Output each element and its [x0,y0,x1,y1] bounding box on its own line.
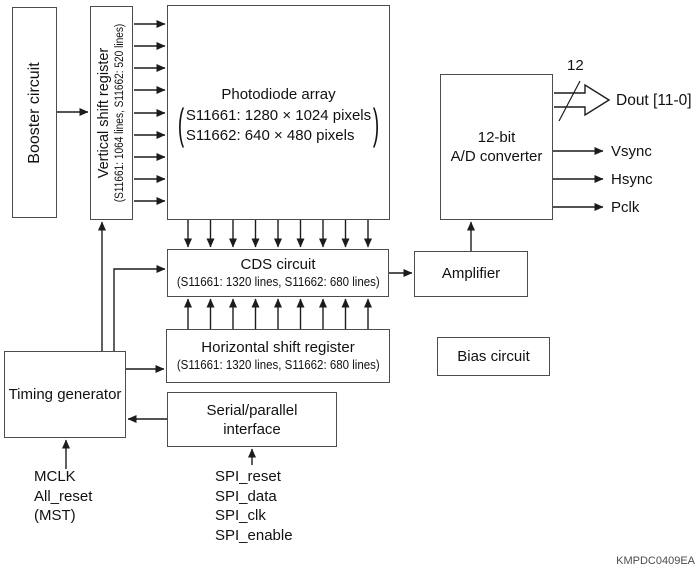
arrows-hsr-to-cds [184,298,372,329]
bus-width-slash [558,80,581,122]
horizontal-shift-register-label: Horizontal shift register [201,339,355,356]
photodiode-array-row1: S11661: 1280 × 1024 pixels [185,106,372,124]
vertical-shift-register-box: Vertical shift register (S11661: 1064 li… [90,6,133,220]
figure-code: KMPDC0409EA [616,555,695,567]
bus-width-label: 12 [567,57,584,74]
input-all-reset: All_reset [34,487,93,505]
cds-circuit-label: CDS circuit [240,256,316,273]
amplifier-box: Amplifier [414,251,528,297]
timing-generator-box: Timing generator [4,351,126,438]
serial-parallel-interface-line1: Serial/parallel [206,401,298,419]
input-spi-data: SPI_data [215,487,277,505]
spi-input-labels: SPI_reset SPI_data SPI_clk SPI_enable [215,467,293,545]
right-paren: ) [372,100,380,148]
arrow-timing-to-cds [113,265,166,351]
serial-parallel-interface-line2: interface [223,420,281,438]
dout-bus-arrow [554,83,611,117]
timing-generator-label: Timing generator [8,385,122,403]
input-spi-reset: SPI_reset [215,468,281,485]
horizontal-shift-register-sublabel: (S11661: 1320 lines, S11662: 680 lines) [176,358,380,372]
input-mclk: MCLK [34,468,76,485]
input-spi-enable: SPI_enable [215,526,293,544]
hsync-label: Hsync [611,171,653,188]
photodiode-array-box: Photodiode array ( S11661: 1280 × 1024 p… [167,5,390,220]
input-mst: (MST) [34,507,76,524]
horizontal-shift-register-box: Horizontal shift register (S11661: 1320 … [166,329,390,383]
left-paren: ( [177,100,184,148]
pclk-label: Pclk [611,199,640,216]
serial-parallel-interface-box: Serial/parallel interface [167,392,337,447]
input-spi-clk: SPI_clk [215,507,266,524]
dout-label: Dout [11-0] [616,92,692,109]
photodiode-array-row2: S11662: 640 × 480 pixels [185,126,355,144]
cds-circuit-sublabel: (S11661: 1320 lines, S11662: 680 lines) [176,275,380,289]
amplifier-label: Amplifier [441,265,501,282]
cds-circuit-box: CDS circuit (S11661: 1320 lines, S11662:… [167,249,389,297]
ad-converter-label-line1: 12-bit [477,129,516,146]
vsync-label: Vsync [611,143,652,160]
photodiode-array-title: Photodiode array [221,85,336,103]
arrows-photodiode-to-cds [184,220,372,248]
ad-converter-label-line2: A/D converter [450,148,543,165]
bias-circuit-label: Bias circuit [457,347,530,365]
booster-circuit-box: Booster circuit [12,7,57,218]
bias-circuit-box: Bias circuit [437,337,550,376]
mclk-input-labels: MCLK All_reset (MST) [34,467,92,526]
ad-converter-box: 12-bit A/D converter [440,74,553,220]
arrows-vsr-to-photodiode [134,20,166,205]
